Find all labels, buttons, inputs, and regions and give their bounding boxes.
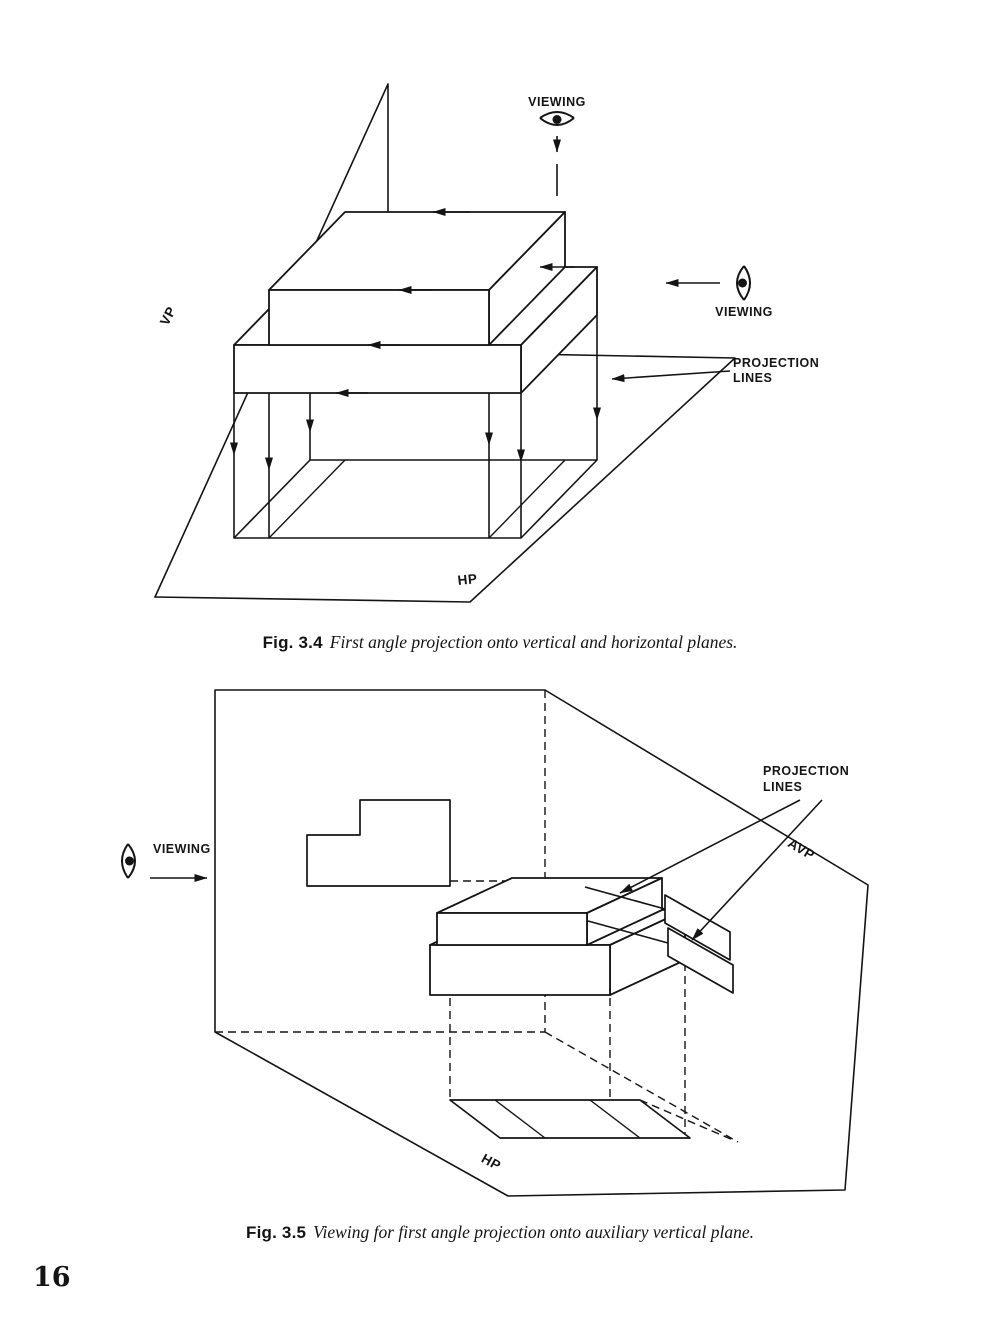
planes-boundary xyxy=(214,689,869,1197)
upper-slab-front-face xyxy=(436,912,588,946)
figure-3-4-diagram: VIEWING VIEWING PROJECTION LINES VP HP xyxy=(154,83,819,603)
hp-label: HP xyxy=(457,571,478,588)
figure-3-5-caption-text: Viewing for first angle projection onto … xyxy=(313,1222,754,1242)
projection-lines-callout: PROJECTION LINES xyxy=(619,764,849,941)
viewing-label: VIEWING xyxy=(153,842,211,856)
upper-slab-front-face xyxy=(268,289,490,346)
object-block xyxy=(429,877,686,996)
lower-slab-front-face xyxy=(233,344,522,394)
projection-lines-callout: PROJECTION LINES xyxy=(611,356,819,385)
eye-icon xyxy=(736,265,751,301)
auxiliary-view-on-avp xyxy=(664,894,734,994)
projection-lines-label-line2: LINES xyxy=(763,780,802,794)
projection-rays-to-hp xyxy=(230,315,601,538)
projection-lines-label-line1: PROJECTION xyxy=(763,764,849,778)
projection-lines-label-line2: LINES xyxy=(733,371,772,385)
hp-plane xyxy=(154,351,736,603)
projection-arrows-to-vp xyxy=(335,208,575,397)
viewing-indicator-right: VIEWING xyxy=(665,265,773,319)
object-block xyxy=(233,211,598,394)
eye-icon xyxy=(539,111,575,126)
viewing-top-label: VIEWING xyxy=(528,95,586,109)
projection-rays-to-hp xyxy=(449,963,686,1134)
front-view-on-vp xyxy=(306,799,451,887)
viewing-right-label: VIEWING xyxy=(715,305,773,319)
fold-lines xyxy=(215,690,739,1143)
page-number: 16 xyxy=(33,1262,71,1293)
vp-label: VP xyxy=(157,304,179,328)
avp-label: AVP xyxy=(785,835,817,862)
plan-view-on-hp xyxy=(449,1099,691,1139)
viewing-indicator-left: VIEWING xyxy=(121,842,211,882)
projection-lines-label-line1: PROJECTION xyxy=(733,356,819,370)
viewing-indicator-top: VIEWING xyxy=(528,95,586,196)
hp-plane-outline xyxy=(154,351,736,603)
figure-3-5-caption: Fig. 3.5 Viewing for first angle projecti… xyxy=(0,1222,1000,1243)
eye-icon xyxy=(121,843,136,879)
lower-slab-front-face xyxy=(429,944,611,996)
figure-3-5-caption-label: Fig. 3.5 xyxy=(245,1223,307,1242)
hp-label: HP xyxy=(479,1151,504,1174)
reference-planes-outline xyxy=(214,689,869,1197)
figure-3-5-diagram: PROJECTION LINES VIEWING AVP HP xyxy=(121,689,869,1197)
figure-3-4-caption: Fig. 3.4 First angle projection onto vert… xyxy=(0,632,1000,653)
projection-lines-to-avp xyxy=(584,886,669,944)
figure-3-4-caption-label: Fig. 3.4 xyxy=(262,633,323,652)
figure-3-4-caption-text: First angle projection onto vertical and… xyxy=(329,632,738,652)
hp-avp-fold-line xyxy=(544,1031,739,1143)
projected-plan-view-on-hp xyxy=(233,459,598,539)
